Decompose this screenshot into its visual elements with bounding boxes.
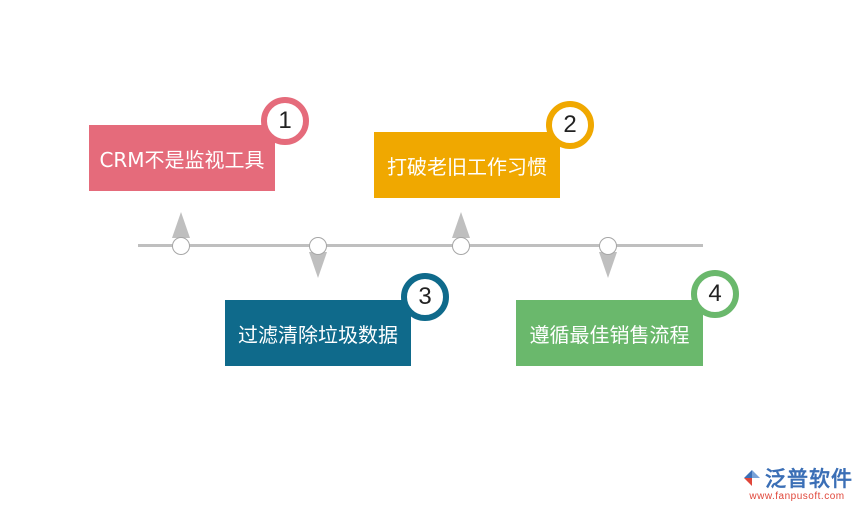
step-number: 3 [418, 283, 432, 310]
step-label: 打破老旧工作习惯 [387, 154, 547, 179]
arrow-up-icon [172, 212, 190, 238]
fanpu-logo-icon [744, 470, 760, 486]
arrow-up-icon [452, 212, 470, 238]
step-badge-2: 2 [546, 101, 594, 149]
step-box-1: CRM不是监视工具 [89, 125, 275, 191]
timeline-axis [138, 244, 703, 247]
timeline-node-3 [309, 237, 327, 255]
step-number: 1 [278, 107, 292, 134]
step-label: 遵循最佳销售流程 [529, 322, 690, 347]
timeline-node-2 [452, 237, 470, 255]
step-box-4: 遵循最佳销售流程 [516, 300, 703, 366]
brand-logo: 泛普软件 www.fanpusoft.com [741, 463, 853, 502]
arrow-down-icon [599, 252, 617, 278]
step-number: 4 [708, 280, 722, 307]
brand-name: 泛普软件 [765, 467, 853, 491]
timeline-node-1 [172, 237, 190, 255]
step-badge-3: 3 [401, 273, 449, 321]
step-number: 2 [563, 111, 577, 138]
timeline-node-4 [599, 237, 617, 255]
step-badge-1: 1 [261, 97, 309, 145]
arrow-down-icon [309, 252, 327, 278]
step-box-3: 过滤清除垃圾数据 [225, 300, 411, 366]
step-box-2: 打破老旧工作习惯 [374, 132, 560, 198]
step-label: CRM不是监视工具 [99, 147, 265, 172]
brand-url: www.fanpusoft.com [749, 491, 845, 502]
step-label: 过滤清除垃圾数据 [238, 322, 398, 347]
step-badge-4: 4 [691, 270, 739, 318]
